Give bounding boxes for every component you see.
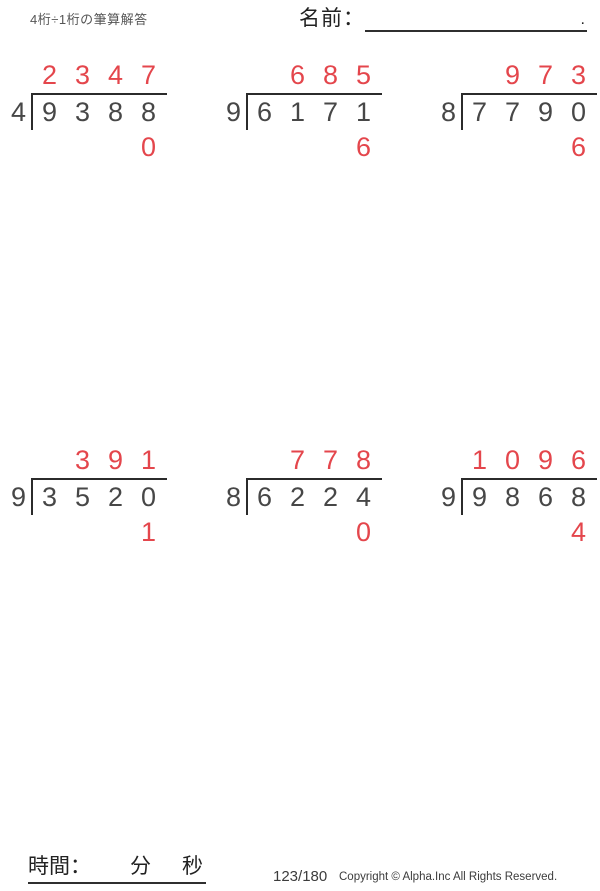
divisor: 8 [225, 482, 241, 512]
quotient-digit: 8 [355, 445, 372, 475]
divisor: 8 [440, 97, 456, 127]
divisor: 9 [10, 482, 26, 512]
dividend-digit: 3 [74, 97, 91, 127]
divisor: 9 [440, 482, 456, 512]
quotient-digit: 5 [355, 60, 372, 90]
remainder-digit: 6 [355, 132, 372, 162]
dividend-digit: 8 [107, 97, 124, 127]
remainder-row: 0 [248, 515, 415, 550]
dividend-digit: 7 [504, 97, 521, 127]
name-label: 名前： [299, 7, 365, 30]
remainder-digit: 6 [570, 132, 587, 162]
remainder-row: 1 [33, 515, 200, 550]
quotient-digit: 1 [140, 445, 157, 475]
dividend-digit: 7 [471, 97, 488, 127]
remainder-digit: 0 [140, 132, 157, 162]
time-field: 時間： 分 秒 [28, 855, 206, 884]
name-blank-line: . [365, 8, 587, 32]
dividend-digit: 9 [471, 482, 488, 512]
dividend-digit: 8 [140, 97, 157, 127]
remainder-row: 4 [463, 515, 600, 550]
quotient-digit: 6 [289, 60, 306, 90]
quotient-digit: 7 [322, 445, 339, 475]
divisor: 4 [10, 97, 26, 127]
dividend-digit: 0 [570, 97, 587, 127]
quotient-digit: 3 [570, 60, 587, 90]
quotient-digit: 9 [504, 60, 521, 90]
quotient-digit: 7 [140, 60, 157, 90]
dividend-digit: 6 [537, 482, 554, 512]
remainder-digit: 1 [140, 517, 157, 547]
page-number: 123/180 [273, 868, 328, 885]
time-label: 時間： [28, 855, 91, 878]
dividend-digit: 8 [504, 482, 521, 512]
quotient-digit: 9 [537, 445, 554, 475]
quotient-digit: 4 [107, 60, 124, 90]
dividend-digit: 2 [107, 482, 124, 512]
name-field: 名前： . [299, 6, 587, 32]
remainder-row: 0 [33, 130, 200, 165]
quotient-digit: 6 [570, 445, 587, 475]
dividend-digit: 8 [570, 482, 587, 512]
dividend-digit: 9 [41, 97, 58, 127]
quotient-digit: 2 [41, 60, 58, 90]
dividend-digit: 1 [289, 97, 306, 127]
remainder-digit: 4 [570, 517, 587, 547]
remainder-digit: 0 [355, 517, 372, 547]
quotient-digit: 3 [74, 445, 91, 475]
sheet-title: 4桁÷1桁の筆算解答 [30, 12, 148, 27]
quotient-digit: 9 [107, 445, 124, 475]
divisor: 9 [225, 97, 241, 127]
quotient-digit: 3 [74, 60, 91, 90]
quotient-digit: 1 [471, 445, 488, 475]
seconds-label: 秒 [182, 855, 203, 878]
dividend-digit: 7 [322, 97, 339, 127]
dividend-digit: 0 [140, 482, 157, 512]
copyright-notice: Copyright © Alpha.Inc All Rights Reserve… [339, 871, 558, 883]
dividend-digit: 1 [355, 97, 372, 127]
quotient-digit: 8 [322, 60, 339, 90]
dividend-digit: 4 [355, 482, 372, 512]
quotient-digit: 0 [504, 445, 521, 475]
minutes-label: 分 [130, 855, 151, 878]
dividend-digit: 6 [256, 97, 273, 127]
remainder-row: 6 [463, 130, 600, 165]
dividend-digit: 6 [256, 482, 273, 512]
remainder-row: 6 [248, 130, 415, 165]
quotient-digit: 7 [537, 60, 554, 90]
dividend-digit: 5 [74, 482, 91, 512]
quotient-digit: 7 [289, 445, 306, 475]
dividend-digit: 2 [289, 482, 306, 512]
dividend-digit: 2 [322, 482, 339, 512]
dividend-digit: 9 [537, 97, 554, 127]
dividend-digit: 3 [41, 482, 58, 512]
